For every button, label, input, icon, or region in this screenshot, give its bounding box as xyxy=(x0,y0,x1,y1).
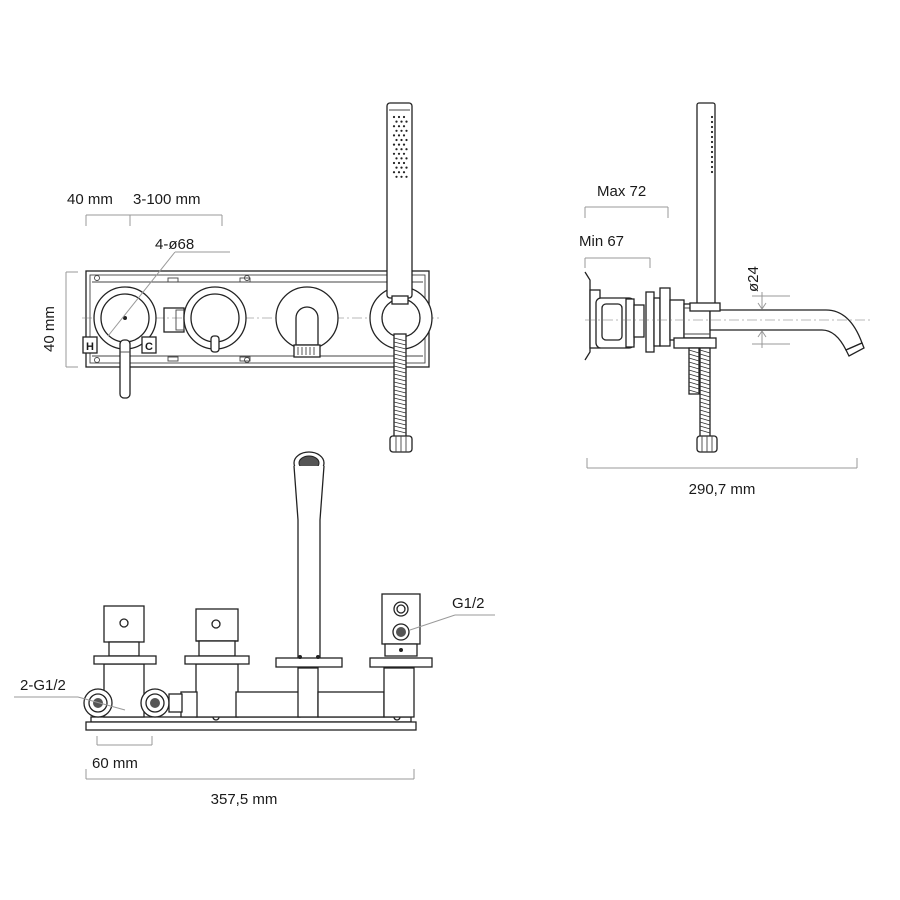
dim-spout-diameter: ø24 xyxy=(745,266,762,292)
dim-left-width: 40 mm xyxy=(67,191,113,208)
dim-spacing: 3-100 mm xyxy=(133,191,201,208)
mixer-handle-cold xyxy=(183,286,247,353)
dim-thread-left: 2-G1/2 xyxy=(20,677,66,694)
dim-length: 290,7 mm xyxy=(689,481,756,498)
hand-shower xyxy=(386,102,413,305)
shower-hose xyxy=(389,333,413,453)
base-rail xyxy=(90,716,412,723)
wall-plate xyxy=(645,291,655,353)
connector-block xyxy=(163,307,185,333)
dim-min: Min 67 xyxy=(579,233,624,250)
top-view: G1/2 2-G1/2 60 mm 357,5 mm xyxy=(14,451,495,808)
dim-total: 357,5 mm xyxy=(211,791,278,808)
dim-spacing-60: 60 mm xyxy=(92,755,138,772)
diverter-block xyxy=(369,593,433,668)
side-view: Max 72 Min 67 xyxy=(579,102,870,498)
shower-nozzles xyxy=(392,115,408,178)
side-hand-shower xyxy=(696,102,716,306)
handle-top-2 xyxy=(184,608,250,665)
dim-thread-right: G1/2 xyxy=(452,595,485,612)
label-cold: C xyxy=(145,341,153,353)
dim-diameter: 4-ø68 xyxy=(155,236,194,253)
dim-max: Max 72 xyxy=(597,183,646,200)
spout-vertical xyxy=(275,451,343,668)
diameter-leader xyxy=(107,251,176,337)
label-hot: H xyxy=(86,341,94,353)
wall-bracket xyxy=(584,271,591,361)
spout-rosette xyxy=(275,286,339,358)
body-block xyxy=(235,691,301,718)
dim-height: 40 mm xyxy=(41,306,58,352)
front-view: H C 40 mm 3-100 mm 4-ø68 40 mm xyxy=(41,102,440,453)
handle-top-1 xyxy=(93,605,157,665)
inlet-right xyxy=(140,688,183,718)
